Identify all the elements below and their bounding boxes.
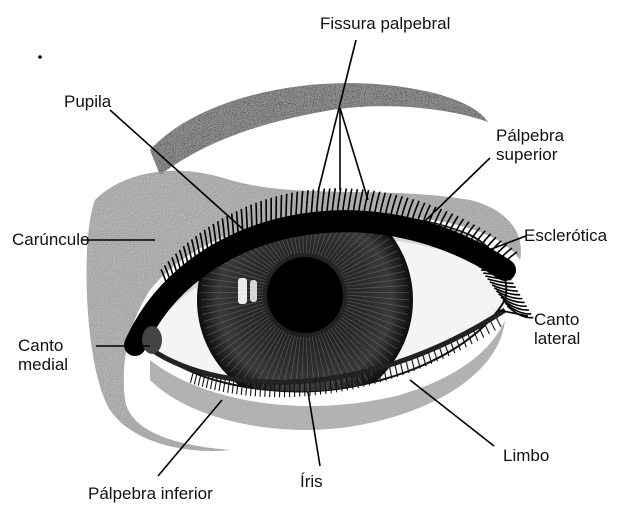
label-limbo: Limbo [503, 446, 549, 465]
label-palpebra-superior-line2: superior [496, 145, 564, 164]
label-esclerotica: Esclerótica [524, 226, 607, 245]
label-palpebra-inferior: Pálpebra inferior [88, 484, 213, 503]
label-canto-lateral-line2: lateral [534, 329, 580, 348]
label-fissura-palpebral: Fissura palpebral [320, 14, 450, 33]
label-palpebra-superior-line1: Pálpebra [496, 126, 564, 145]
label-palpebra-superior: Pálpebra superior [496, 126, 564, 164]
eyebrow-shape [150, 83, 488, 175]
reflection-highlight [238, 278, 247, 304]
caruncle-shape [142, 326, 162, 354]
label-canto-lateral-line1: Canto [534, 310, 580, 329]
label-canto-lateral: Canto lateral [534, 310, 580, 348]
leader-palpebra-inferior [158, 400, 222, 476]
pupil-disc [267, 257, 343, 333]
label-caruncula: Carúnculo [12, 230, 90, 249]
label-iris: Íris [300, 472, 323, 491]
label-pupila: Pupila [64, 92, 111, 111]
label-canto-medial-line2: medial [18, 355, 68, 374]
leader-fissura-3 [340, 108, 368, 200]
label-canto-medial: Canto medial [18, 336, 68, 374]
label-canto-medial-line1: Canto [18, 336, 68, 355]
leader-fissura-1 [318, 40, 356, 192]
